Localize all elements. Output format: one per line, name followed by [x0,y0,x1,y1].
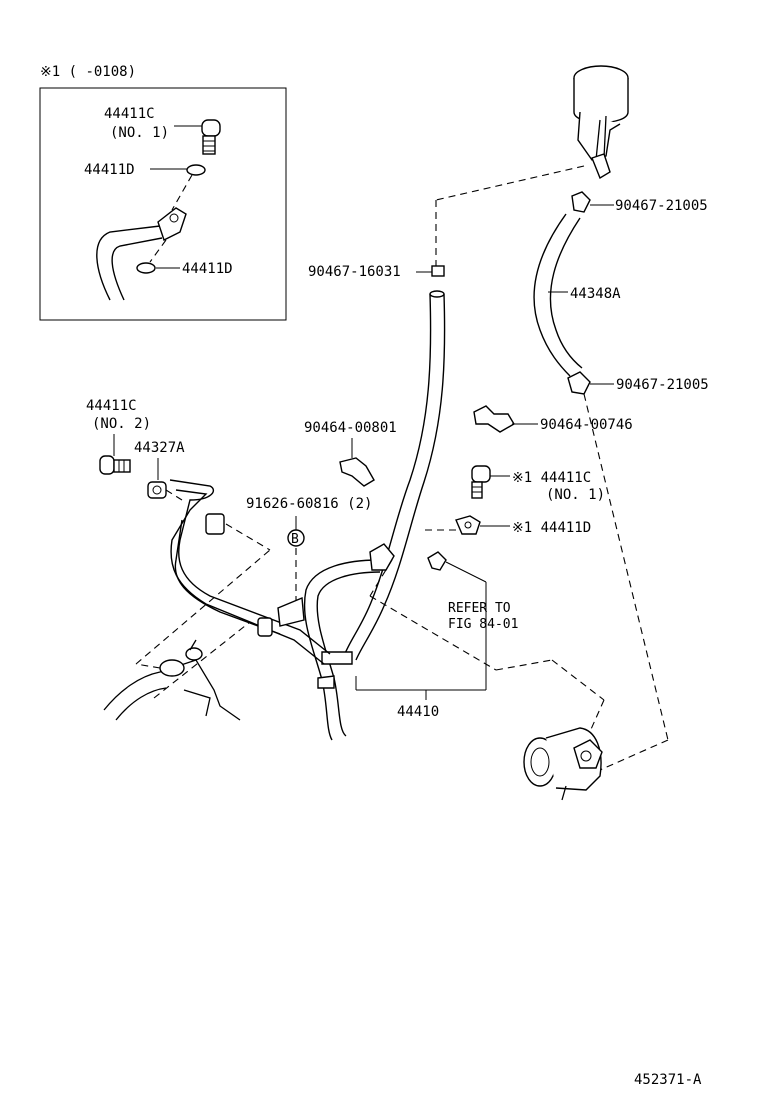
hose-clip-lower-right [567,371,591,395]
gasket-left [147,481,167,499]
inset-gasket-lower-label: 44411D [182,261,233,277]
gasket-left-label: 44327A [134,440,185,456]
inset-frame [39,87,287,321]
pressure-hose [303,290,446,741]
inset-bolt-no-label: (NO. 1) [110,125,169,141]
hose-clip-upper-right [571,191,591,213]
power-steering-pump [523,727,603,801]
inset-bolt-label: 44411C [104,106,155,122]
clip-lower-right-label: 90467-21005 [616,377,709,393]
clamp-right [473,405,515,433]
pressure-pipe-assembly [169,479,331,665]
steering-gear-housing [103,639,241,721]
clip-upper-right-label: 90467-21005 [615,198,708,214]
inset-gasket-upper [186,164,206,176]
union-bolt-left [99,455,131,475]
return-hose-label: 44348A [570,286,621,302]
clip-left-hose-label: 90467-16031 [308,264,401,280]
return-hose [533,213,583,377]
pressure-fitting [427,551,447,571]
bolt-left-no-label: (NO. 2) [92,416,151,432]
refer-line1: REFER TO [448,601,511,616]
clamp-center-label: 90464-00801 [304,420,397,436]
pressure-hose-label: 44410 [397,704,439,720]
inset-note: ※1 ( -0108) [40,64,136,80]
refer-line2: FIG 84-01 [448,617,518,632]
reservoir-tank [573,65,629,180]
ref-b-circle [287,529,305,547]
figure-id: 452371-A [634,1072,702,1088]
bolt-right-label: ※1 44411C [512,470,591,486]
inset-union-bolt [201,119,221,155]
hose-clip-left [431,265,445,277]
gasket-right-label: ※1 44411D [512,520,591,536]
gasket-right [455,515,481,535]
clamp-right-label: 90464-00746 [540,417,633,433]
inset-hose [96,207,187,301]
bolt-bracket-label: 91626-60816 (2) [246,496,372,512]
ref-b-letter: B [291,532,299,547]
bolt-left-label: 44411C [86,398,137,414]
inset-gasket-lower [136,262,156,274]
inset-detail: ※1 ( -0108) 44411C (NO. 1) 44411D 44411D [39,64,287,321]
clamp-center [339,457,375,487]
bolt-right-no-label: (NO. 1) [546,487,605,503]
union-bolt-right [471,465,491,499]
inset-gasket-upper-label: 44411D [84,162,135,178]
